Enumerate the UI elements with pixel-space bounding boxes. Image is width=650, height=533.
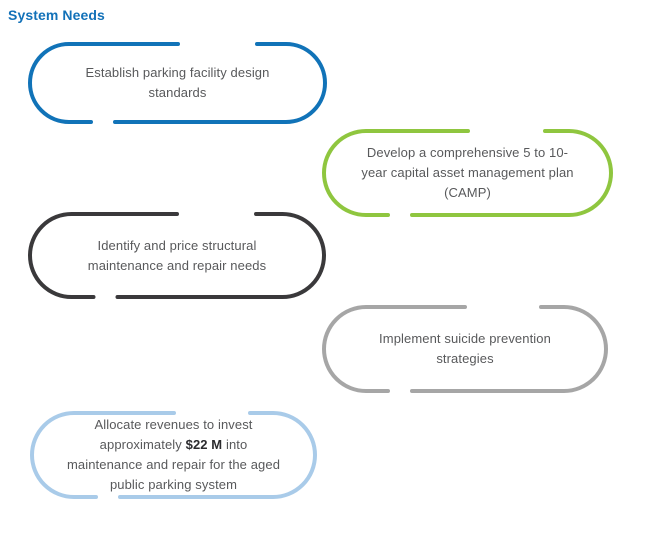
- capsule-outline: [30, 411, 317, 499]
- capsule-text: Develop a comprehensive 5 to 10- year cap…: [322, 129, 613, 217]
- capsule-text: Implement suicide prevention strategies: [322, 305, 608, 393]
- capsule-text-line: Allocate revenues to invest: [94, 417, 253, 432]
- capsule-outline: [28, 212, 326, 299]
- capsule-text-line: Implement suicide prevention: [379, 331, 551, 346]
- capsule-text-line: standards: [148, 85, 207, 100]
- capsule-text-line: approximately $22 M into: [99, 437, 248, 452]
- capsule-implement-suicide-prevention-strategies: Implement suicide prevention strategies: [322, 305, 608, 393]
- capsule-outline: [28, 42, 327, 124]
- capsule-text-line: (CAMP): [444, 185, 491, 200]
- capsule-text-line: maintenance and repair for the aged: [66, 457, 281, 472]
- capsule-text-line: Establish parking facility design: [85, 65, 270, 80]
- capsule-text-line: Develop a comprehensive 5 to 10-: [366, 145, 569, 160]
- capsule-text-line: strategies: [436, 351, 494, 366]
- capsule-text: Establish parking facility design standar…: [28, 42, 327, 124]
- capsule-text-line: Identify and price structural: [97, 237, 257, 253]
- capsule-text-line: maintenance and repair needs: [87, 257, 267, 273]
- capsule-outline: [322, 305, 608, 393]
- capsule-text: Allocate revenues to invest approximately…: [30, 411, 317, 499]
- capsule-establish-parking-facility-design-standards: Establish parking facility design standar…: [28, 42, 327, 124]
- capsule-identify-price-structural-maintenance: Identify and price structural maintenance…: [28, 212, 326, 299]
- capsule-text: Identify and price structural maintenance…: [28, 212, 326, 299]
- capsule-develop-capital-asset-management-plan: Develop a comprehensive 5 to 10- year cap…: [322, 129, 613, 217]
- bold-amount: $22 M: [185, 437, 223, 452]
- capsule-outline: [322, 129, 613, 217]
- capsule-text-line: year capital asset management plan: [361, 165, 574, 180]
- page-title: System Needs: [8, 7, 105, 23]
- capsule-text-line: public parking system: [109, 477, 238, 492]
- capsule-allocate-revenues-for-maintenance: Allocate revenues to invest approximately…: [30, 411, 317, 499]
